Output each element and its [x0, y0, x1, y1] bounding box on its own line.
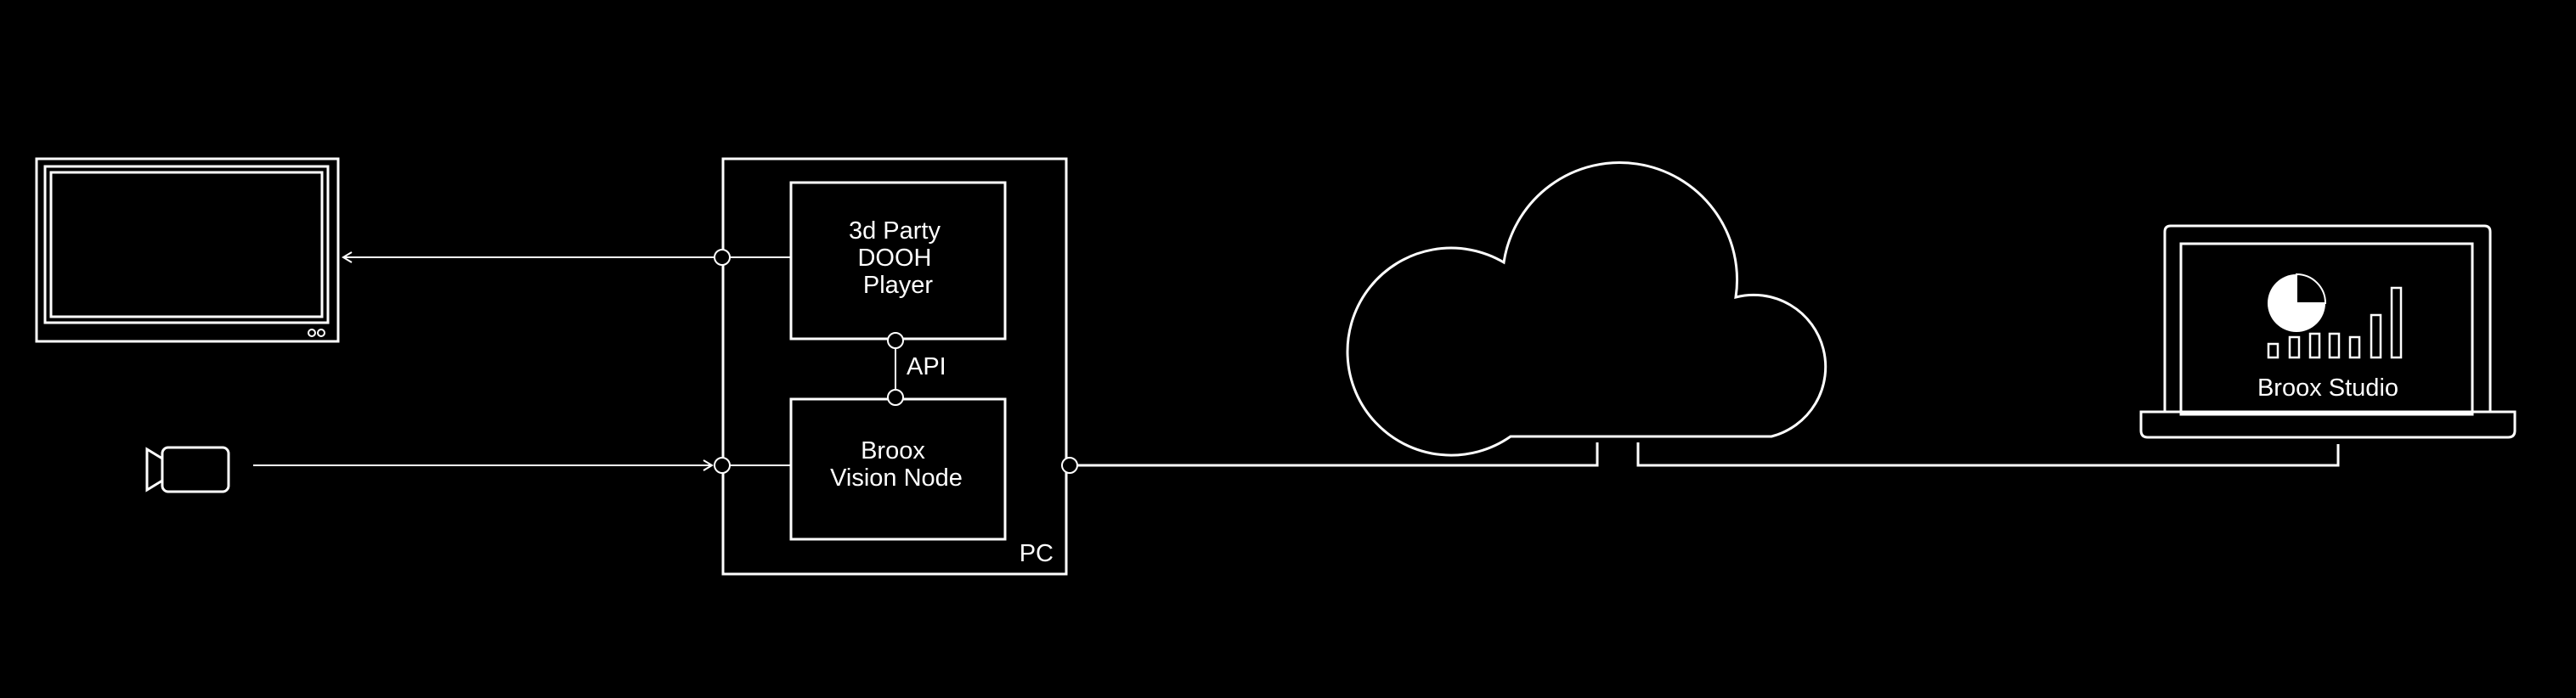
connection-points: [714, 249, 1078, 474]
cloud-laptop-connector: [1636, 442, 2340, 467]
player-label: 3d Party DOOH Player: [849, 217, 947, 299]
camera-connector: [253, 459, 714, 471]
api-label: API: [907, 353, 946, 380]
display-connector: [342, 251, 722, 263]
pc-box: [721, 157, 1068, 576]
vision-node-box: Broox Vision Node: [789, 397, 1007, 541]
display-monitor-icon: [35, 157, 340, 343]
pc-cloud-connector: [1077, 442, 1599, 467]
analytics-icon: [2267, 273, 2403, 359]
vision-node-label: Broox Vision Node: [830, 437, 963, 492]
camera-icon: [145, 446, 230, 493]
pc-label: PC: [1020, 540, 1054, 567]
broox-studio-label: Broox Studio: [2257, 374, 2398, 402]
cloud-icon: [1346, 161, 1827, 457]
laptop-icon: [2139, 224, 2517, 439]
dooh-player-box: 3d Party DOOH Player: [789, 181, 1007, 341]
